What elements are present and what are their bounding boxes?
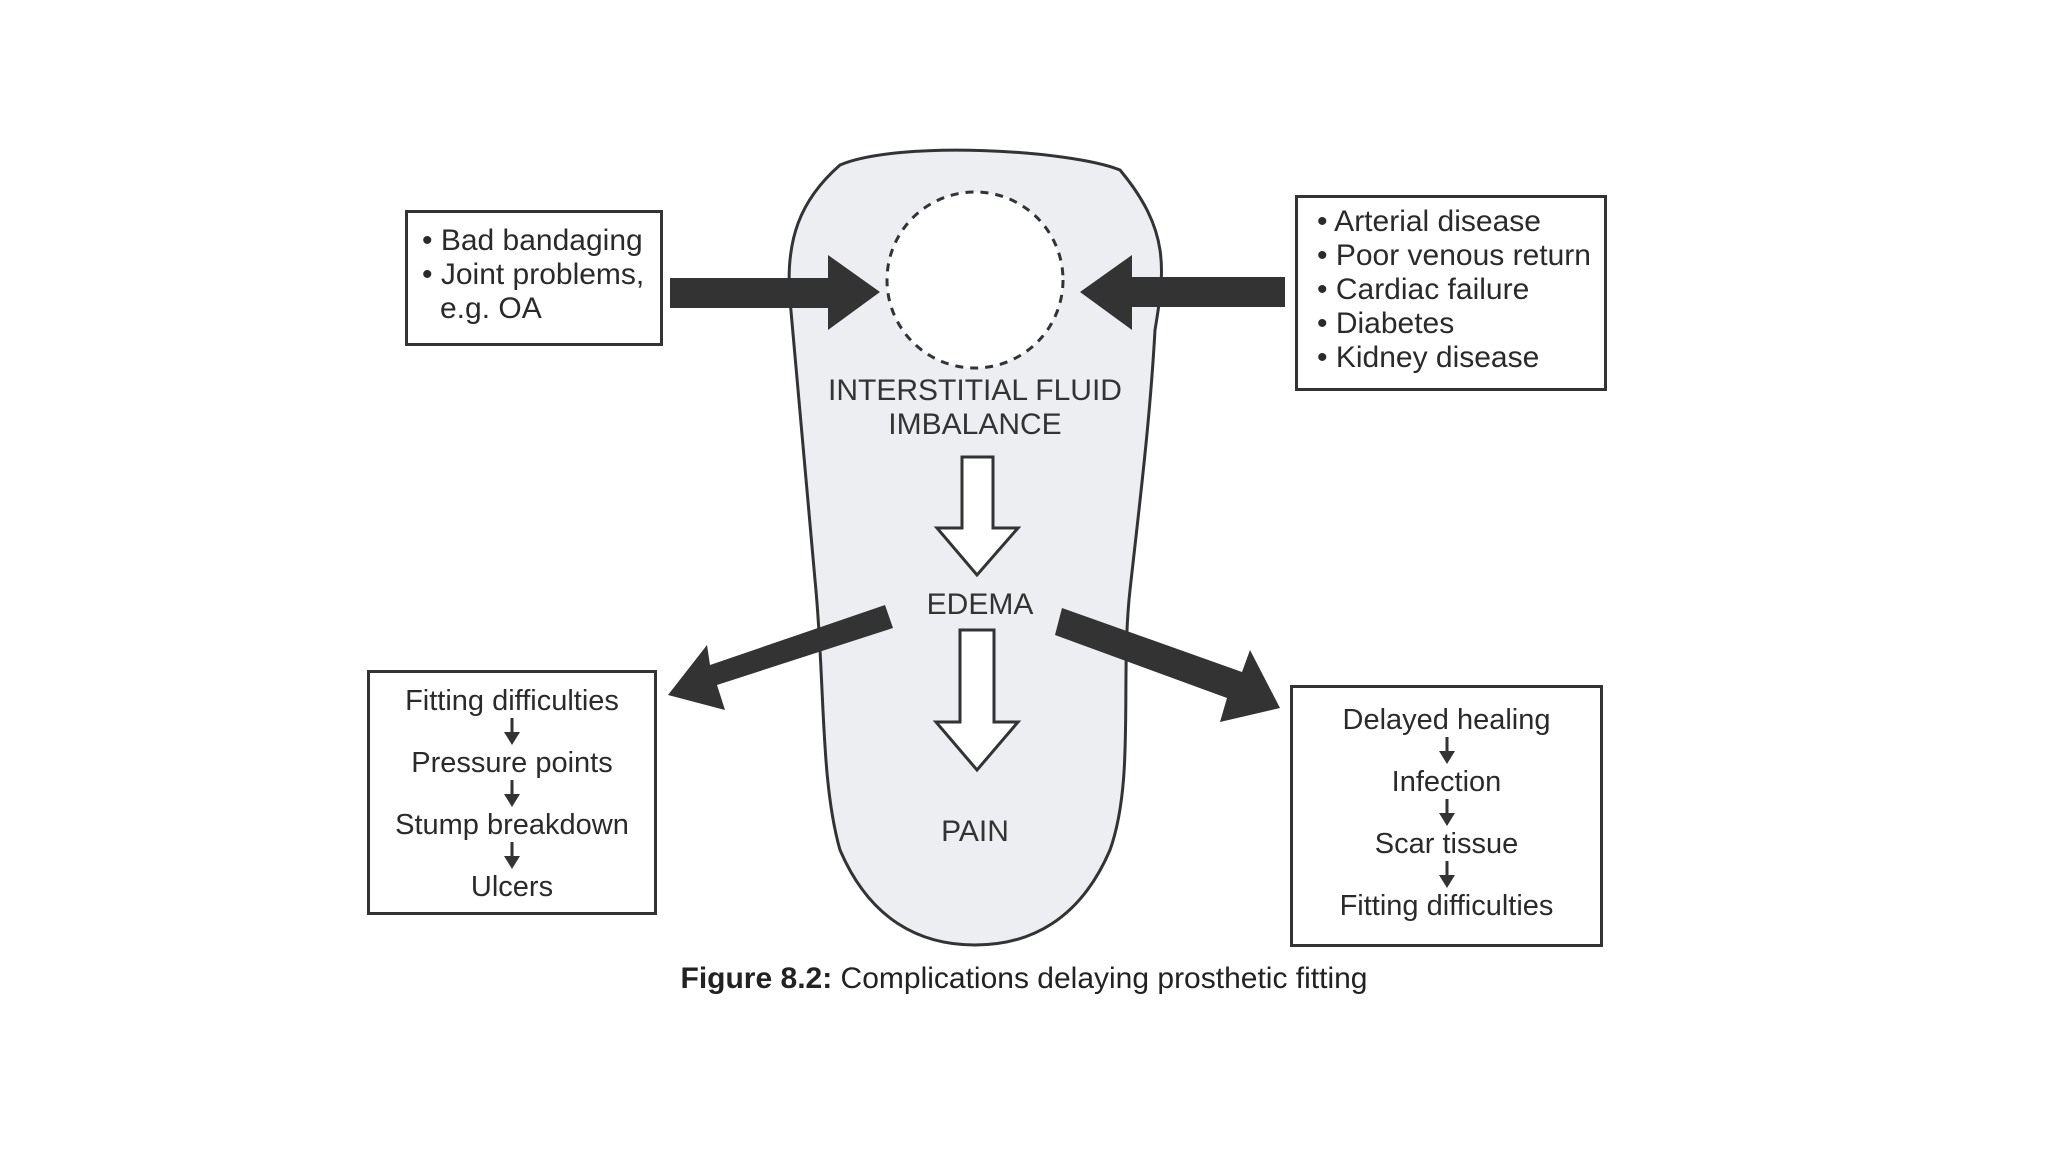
causes-local-list: • Bad bandaging • Joint problems, e.g. O… bbox=[422, 224, 644, 326]
arrow-left-icon bbox=[1080, 255, 1285, 330]
edema-label: EDEMA bbox=[926, 588, 1034, 621]
chain-step: Scar tissue bbox=[1374, 828, 1519, 860]
arrow-down-right-icon bbox=[1055, 608, 1280, 722]
chain-step: Infection bbox=[1391, 766, 1502, 798]
arrow-down-icon bbox=[1438, 861, 1455, 888]
arrow-down-icon bbox=[504, 780, 520, 807]
list-item: • Joint problems, bbox=[422, 258, 645, 291]
list-item: • Cardiac failure bbox=[1317, 273, 1530, 306]
chain-step: Delayed healing bbox=[1342, 704, 1551, 736]
list-item: • Bad bandaging bbox=[422, 224, 643, 257]
arrow-down-icon bbox=[1438, 799, 1455, 826]
chain-step: Fitting difficulties bbox=[405, 685, 619, 717]
list-item: • Arterial disease bbox=[1317, 205, 1541, 238]
chain-step: Stump breakdown bbox=[395, 809, 629, 841]
dotted-circle bbox=[885, 190, 1065, 370]
arrow-down-left-icon bbox=[668, 605, 893, 710]
figure-number: Figure 8.2: bbox=[680, 962, 833, 995]
stump-complications-box bbox=[367, 670, 657, 915]
causes-systemic-list: • Arterial disease • Poor venous return … bbox=[1317, 205, 1591, 375]
list-item: • Diabetes bbox=[1317, 307, 1455, 340]
figure-caption: Figure 8.2: Complications delaying prost… bbox=[0, 962, 2048, 996]
arrow-down-hollow-icon bbox=[933, 455, 1022, 578]
arrow-down-icon bbox=[504, 718, 520, 745]
list-item: e.g. OA bbox=[440, 292, 542, 325]
figure-caption-text: Complications delaying prosthetic fittin… bbox=[840, 962, 1368, 995]
arrow-down-icon bbox=[1438, 737, 1455, 764]
list-item: • Poor venous return bbox=[1317, 239, 1591, 272]
stump-complications-chain: Fitting difficulties Pressure points Stu… bbox=[367, 684, 657, 904]
pain-label: PAIN bbox=[941, 815, 1009, 848]
causes-systemic-box bbox=[1295, 195, 1607, 391]
healing-complications-chain: Delayed healing Infection Scar tissue Fi… bbox=[1290, 703, 1603, 923]
fluid-imbalance-label: INTERSTITIAL FLUID IMBALANCE bbox=[800, 374, 1150, 442]
fluid-imbalance-line1: INTERSTITIAL FLUID bbox=[828, 374, 1122, 407]
fluid-imbalance-line2: IMBALANCE bbox=[888, 408, 1062, 441]
chain-step: Fitting difficulties bbox=[1339, 890, 1554, 922]
arrow-down-hollow-icon bbox=[932, 628, 1022, 773]
causes-local-box bbox=[405, 210, 663, 346]
chain-step: Pressure points bbox=[411, 747, 613, 779]
arrow-down-icon bbox=[504, 842, 520, 869]
arrow-right-icon bbox=[670, 255, 880, 330]
chain-step: Ulcers bbox=[470, 871, 554, 903]
list-item: • Kidney disease bbox=[1317, 341, 1540, 374]
